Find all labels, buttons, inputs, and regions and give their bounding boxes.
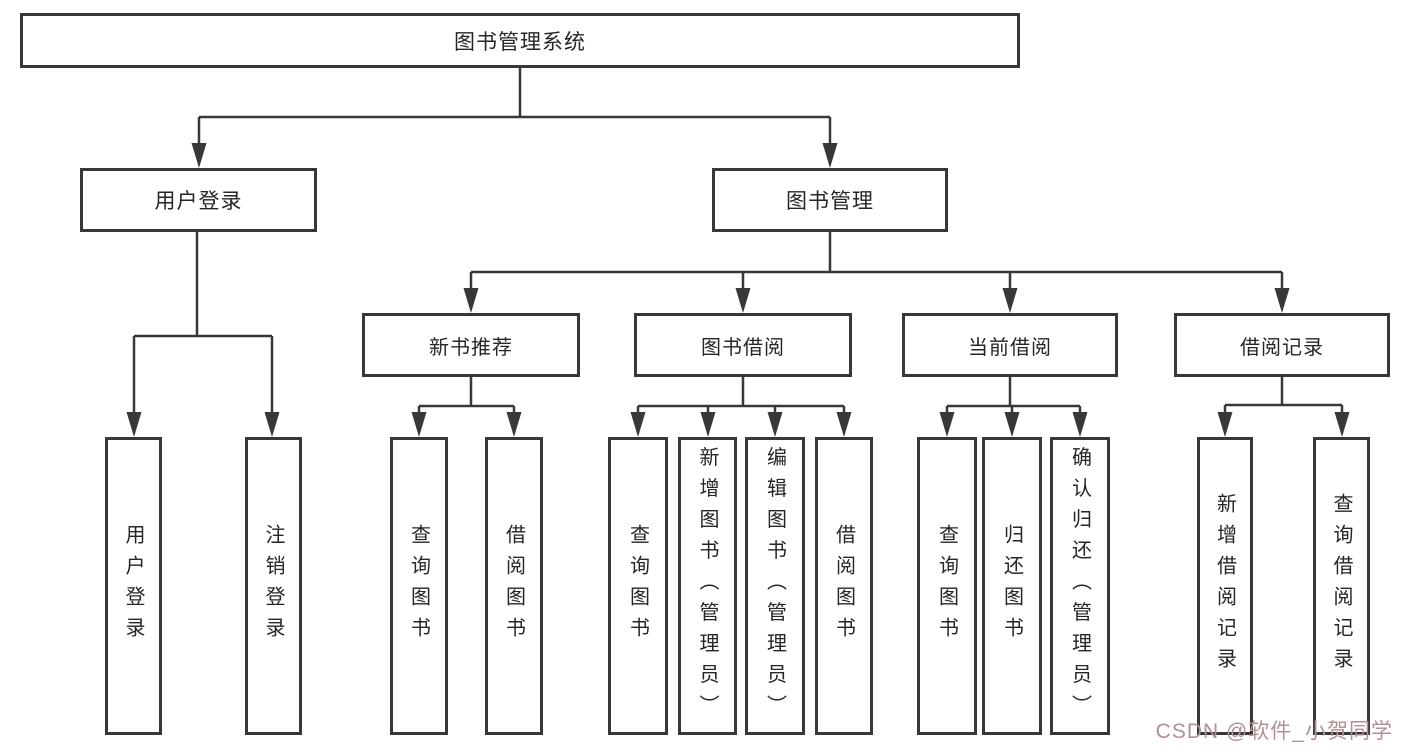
leaf-query-books-2: 查询图书: [608, 437, 668, 735]
node-user-login: 用户登录: [80, 168, 317, 232]
leaf-query-books-1: 查询图书: [390, 437, 448, 735]
node-current-borrowing-label: 当前借阅: [968, 336, 1052, 359]
leaf-user-login: 用户登录: [105, 437, 162, 735]
leaf-borrow-books-1: 借阅图书: [485, 437, 543, 735]
node-book-management-label: 图书管理: [786, 190, 874, 213]
leaf-confirm-return-admin: 确认归还（管理员）: [1050, 437, 1110, 735]
leaf-add-books-admin: 新增图书（管理员）: [678, 437, 737, 735]
leaf-query-books-1-label: 查询图书: [407, 524, 430, 648]
node-new-book-recommendation: 新书推荐: [362, 313, 580, 377]
node-current-borrowing: 当前借阅: [902, 313, 1118, 377]
leaf-edit-books-admin: 编辑图书（管理员）: [745, 437, 805, 735]
node-borrowing-records-label: 借阅记录: [1240, 336, 1324, 359]
leaf-borrow-books-1-label: 借阅图书: [502, 524, 525, 648]
leaf-query-borrow-record-label: 查询借阅记录: [1330, 493, 1352, 679]
leaf-return-books: 归还图书: [982, 437, 1042, 735]
node-user-login-label: 用户登录: [154, 190, 243, 213]
node-new-book-recommendation-label: 新书推荐: [429, 336, 513, 359]
leaf-query-books-3-label: 查询图书: [935, 524, 958, 648]
node-library-system-label: 图书管理系统: [454, 30, 586, 54]
leaf-confirm-return-admin-label: 确认归还（管理员）: [1068, 446, 1091, 726]
leaf-add-borrow-record-label: 新增借阅记录: [1213, 493, 1236, 679]
leaf-query-books-2-label: 查询图书: [626, 524, 649, 648]
leaf-query-borrow-record: 查询借阅记录: [1313, 437, 1370, 735]
leaf-logout-label: 注销登录: [262, 524, 284, 648]
node-book-management: 图书管理: [712, 168, 948, 232]
leaf-edit-books-admin-label: 编辑图书（管理员）: [763, 446, 786, 726]
leaf-add-books-admin-label: 新增图书（管理员）: [696, 446, 718, 726]
node-library-system: 图书管理系统: [20, 13, 1020, 68]
leaf-add-borrow-record: 新增借阅记录: [1197, 437, 1253, 735]
leaf-return-books-label: 归还图书: [1000, 524, 1023, 648]
node-borrowing-records: 借阅记录: [1174, 313, 1390, 377]
leaf-logout: 注销登录: [245, 437, 302, 735]
node-book-borrowing: 图书借阅: [634, 313, 852, 377]
node-book-borrowing-label: 图书借阅: [701, 336, 785, 359]
leaf-query-books-3: 查询图书: [917, 437, 977, 735]
watermark-text: CSDN @软件_小贺同学: [1155, 720, 1393, 743]
leaf-user-login-label: 用户登录: [122, 524, 144, 648]
leaf-borrow-books-2: 借阅图书: [815, 437, 873, 735]
leaf-borrow-books-2-label: 借阅图书: [832, 524, 855, 648]
